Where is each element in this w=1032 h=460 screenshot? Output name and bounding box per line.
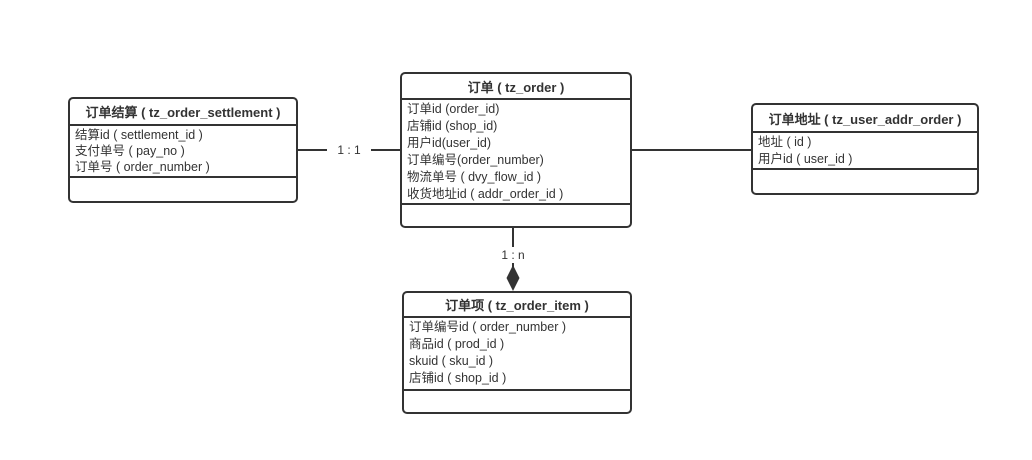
field-row: 订单编号id ( order_number ) bbox=[409, 320, 566, 334]
cardinality-label-1-1: 1 : 1 bbox=[327, 142, 371, 158]
entity-field-list: 结算id ( settlement_id ) 支付单号 ( pay_no ) 订… bbox=[70, 126, 296, 178]
filled-diamond-arrow-icon bbox=[506, 265, 520, 291]
field-row: 结算id ( settlement_id ) bbox=[75, 128, 203, 142]
field-row: 地址 ( id ) bbox=[758, 135, 812, 149]
field-row: 用户id ( user_id ) bbox=[758, 152, 853, 166]
entity-empty-section bbox=[753, 170, 977, 193]
entity-field-list: 订单id (order_id) 店铺id (shop_id) 用户id(user… bbox=[402, 100, 630, 205]
field-row: skuid ( sku_id ) bbox=[409, 354, 494, 368]
field-row: 订单编号(order_number) bbox=[407, 153, 544, 167]
field-row: 物流单号 ( dvy_flow_id ) bbox=[407, 170, 542, 184]
field-row: 支付单号 ( pay_no ) bbox=[75, 144, 185, 158]
field-row: 用户id(user_id) bbox=[407, 136, 492, 150]
entity-title: 订单项 ( tz_order_item ) bbox=[404, 293, 630, 318]
entity-title: 订单结算 ( tz_order_settlement ) bbox=[70, 99, 296, 126]
field-row: 订单号 ( order_number ) bbox=[75, 160, 210, 174]
entity-field-list: 地址 ( id ) 用户id ( user_id ) bbox=[753, 133, 977, 170]
entity-empty-section bbox=[404, 391, 630, 412]
entity-title: 订单地址 ( tz_user_addr_order ) bbox=[753, 105, 977, 133]
entity-empty-section bbox=[402, 205, 630, 226]
field-row: 店铺id ( shop_id ) bbox=[409, 371, 507, 385]
entity-tz-order-settlement[interactable]: 订单结算 ( tz_order_settlement ) 结算id ( sett… bbox=[68, 97, 298, 203]
entity-field-list: 订单编号id ( order_number ) 商品id ( prod_id )… bbox=[404, 318, 630, 391]
entity-title: 订单 ( tz_order ) bbox=[402, 74, 630, 100]
entity-tz-order[interactable]: 订单 ( tz_order ) 订单id (order_id) 店铺id (sh… bbox=[400, 72, 632, 228]
cardinality-label-1-n: 1 : n bbox=[491, 247, 535, 263]
field-row: 店铺id (shop_id) bbox=[407, 119, 498, 133]
field-row: 订单id (order_id) bbox=[407, 102, 500, 116]
field-row: 收货地址id ( addr_order_id ) bbox=[407, 187, 564, 201]
field-row: 商品id ( prod_id ) bbox=[409, 337, 505, 351]
entity-tz-user-addr-order[interactable]: 订单地址 ( tz_user_addr_order ) 地址 ( id ) 用户… bbox=[751, 103, 979, 195]
entity-empty-section bbox=[70, 178, 296, 201]
entity-tz-order-item[interactable]: 订单项 ( tz_order_item ) 订单编号id ( order_num… bbox=[402, 291, 632, 414]
